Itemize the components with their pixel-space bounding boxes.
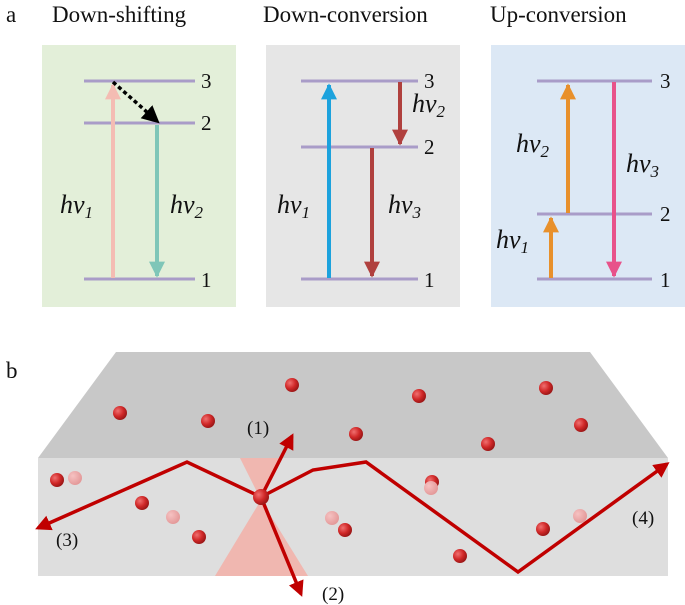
- level-label-1: 1: [660, 268, 671, 292]
- particle: [481, 437, 495, 451]
- scattering-cone-upper: [240, 458, 280, 500]
- panel-a-label: a: [6, 2, 16, 27]
- photon-energy-label-2: hv2: [412, 89, 446, 121]
- nonradiative-relaxation-arrow: [111, 80, 160, 124]
- level-label-1: 1: [201, 268, 212, 292]
- photon-energy-label-1: hv1: [496, 225, 529, 257]
- path-label-2: (2): [322, 584, 344, 605]
- particle: [113, 406, 127, 420]
- column-down-conversion: Down-conversion 3 2 1 hv2 hv1 hv3: [263, 2, 460, 307]
- column-title-down-conversion: Down-conversion: [263, 2, 428, 27]
- photon-energy-label-1: hv1: [60, 190, 93, 222]
- particle-faint: [325, 511, 339, 525]
- photon-energy-label-3: hv3: [388, 190, 421, 222]
- photon-energy-label-1: hv1: [277, 190, 310, 222]
- particle-faint: [424, 481, 438, 495]
- particle: [412, 389, 426, 403]
- particles-top: [113, 378, 588, 451]
- particle: [574, 418, 588, 432]
- level-label-3: 3: [201, 69, 212, 93]
- particle: [135, 496, 149, 510]
- slab-top-face: [38, 352, 668, 458]
- particle: [201, 414, 215, 428]
- particle: [285, 378, 299, 392]
- particle: [453, 549, 467, 563]
- scattering-particle: [253, 489, 269, 505]
- column-background: [42, 45, 236, 307]
- particles-front: [50, 471, 587, 563]
- level-label-3: 3: [424, 69, 435, 93]
- particle: [50, 473, 64, 487]
- column-background: [266, 45, 460, 307]
- level-label-2: 2: [660, 202, 671, 226]
- level-label-2: 2: [424, 135, 435, 159]
- column-title-down-shifting: Down-shifting: [52, 2, 187, 27]
- photon-energy-label-2: hv2: [516, 129, 550, 161]
- slab: [38, 352, 668, 576]
- path-label-3: (3): [56, 530, 78, 551]
- column-title-up-conversion: Up-conversion: [490, 2, 627, 27]
- column-down-shifting: Down-shifting 3 2 1 hv1 hv2: [42, 2, 236, 307]
- column-background: [491, 45, 685, 307]
- particle-faint: [166, 510, 180, 524]
- particle-faint: [68, 471, 82, 485]
- path-label-4: (4): [632, 508, 654, 529]
- panel-b-label: b: [6, 358, 18, 383]
- level-label-1: 1: [424, 268, 435, 292]
- light-rays: [35, 433, 670, 597]
- photon-energy-label-2: hv2: [170, 190, 204, 222]
- photon-energy-label-3: hv3: [626, 149, 659, 181]
- particle: [536, 522, 550, 536]
- particle-faint: [573, 509, 587, 523]
- path-label-1: (1): [247, 418, 269, 439]
- ray-path-4: [260, 460, 670, 575]
- slab-front-face: [38, 458, 668, 576]
- column-up-conversion: Up-conversion 3 2 1 hv2 hv3 hv1: [490, 2, 685, 307]
- particle: [539, 381, 553, 395]
- ray-path-2: [259, 496, 304, 597]
- level-label-3: 3: [660, 69, 671, 93]
- particle: [338, 523, 352, 537]
- particle: [192, 530, 206, 544]
- ray-path-1: [259, 433, 294, 498]
- particle: [349, 427, 363, 441]
- ray-path-3: [35, 460, 262, 531]
- level-label-2: 2: [201, 111, 212, 135]
